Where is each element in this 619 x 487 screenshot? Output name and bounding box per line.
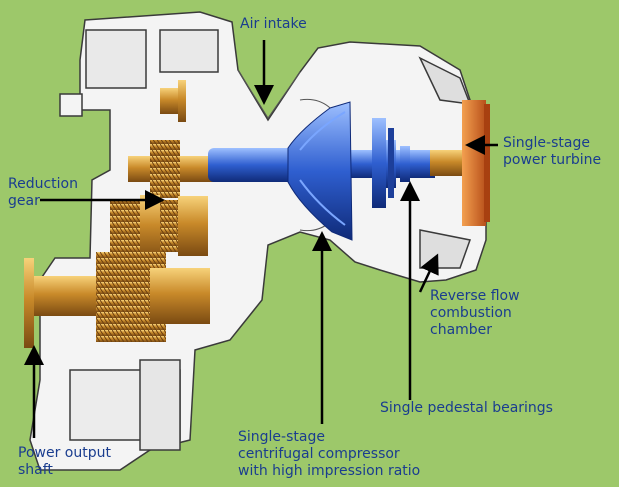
gas-producer-turbine: [372, 118, 394, 208]
centrifugal-compressor: [287, 101, 353, 241]
label-compressor: Single-stage centrifugal compressor with…: [238, 429, 421, 479]
power-output-shaft: [24, 252, 210, 348]
upper-idler-gear: [160, 80, 186, 122]
label-power-turbine: Single-stage power turbine: [503, 135, 602, 168]
label-output-shaft: Power output shaft: [18, 445, 111, 478]
label-air-intake: Air intake: [240, 16, 307, 32]
label-combustion-chamber: Reverse flow combustion chamber: [430, 288, 520, 338]
leader-arrows: [24, 40, 498, 438]
label-reduction-gear: Reduction gear: [8, 176, 78, 209]
power-turbine: [430, 100, 490, 226]
label-pedestal-bearings: Single pedestal bearings: [380, 400, 553, 416]
